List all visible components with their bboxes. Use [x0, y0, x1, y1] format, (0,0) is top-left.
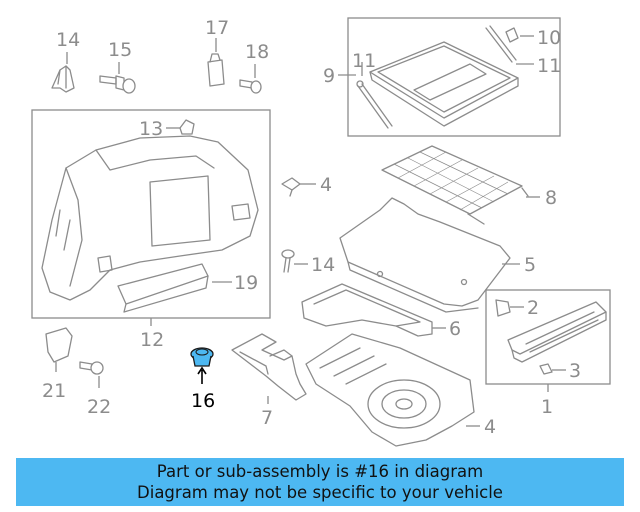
part-9-cargo-tray: [369, 41, 519, 127]
part-13-clip: [179, 119, 195, 135]
part-8-cargo-net: [381, 145, 529, 225]
callout-13: 13: [139, 118, 163, 140]
callout-4: 4: [484, 416, 496, 438]
callout-11-left: 11: [352, 50, 376, 72]
callout-14: 14: [311, 254, 335, 276]
callout-17: 15: [108, 39, 132, 61]
part-21-screw: [239, 79, 262, 94]
part-12-quarter-trim: [41, 135, 259, 301]
callout-7: 7: [261, 407, 273, 429]
part-2-clip: [495, 299, 511, 317]
banner-line-1: Part or sub-assembly is #16 in diagram: [156, 462, 484, 481]
part-11-strut-left: [356, 80, 393, 129]
part-10-bracket: [505, 27, 519, 43]
callout-22: 21: [42, 380, 66, 402]
group-box-9: [347, 17, 561, 137]
part-22-cover: [45, 327, 73, 363]
callout-16: 16: [191, 390, 215, 412]
info-banner: Part or sub-assembly is #16 in diagram D…: [16, 458, 624, 506]
callout-12: 12: [140, 329, 164, 351]
part-18-clip: [51, 65, 75, 93]
callout-19: 19: [234, 272, 258, 294]
callout-8: 8: [545, 187, 557, 209]
part-17-bolt: [99, 75, 136, 94]
banner-line-2: Diagram may not be specific to your vehi…: [137, 483, 503, 502]
part-5-floor-board: [339, 197, 511, 313]
part-7-bracket: [231, 333, 307, 401]
callout-5: 5: [524, 254, 536, 276]
callout-6: 6: [449, 318, 461, 340]
arrow-16: [197, 366, 207, 384]
callout-23: 22: [87, 396, 111, 418]
callout-21: 18: [245, 41, 269, 63]
part-11-strut-right: [485, 25, 517, 63]
part-16-clip-highlighted: [190, 347, 214, 367]
callout-11-right: 11: [537, 55, 561, 77]
part-20-retainer: [207, 53, 225, 87]
part-15-push-pin: [281, 177, 301, 197]
part-1-sill-plate: [507, 301, 607, 363]
callout-10: 10: [537, 27, 561, 49]
callout-20: 17: [205, 17, 229, 39]
callout-3: 3: [569, 360, 581, 382]
callout-1: 1: [541, 396, 553, 418]
callout-15: 4: [320, 174, 332, 196]
part-23-screw: [79, 361, 104, 375]
part-14-screw: [281, 249, 295, 273]
part-6-storage-tray: [301, 283, 433, 337]
callout-2: 2: [527, 297, 539, 319]
part-3-clip: [539, 363, 553, 375]
part-19-cover: [117, 263, 209, 313]
callout-9: 9: [323, 65, 335, 87]
part-4-spare-tire-well: [305, 333, 475, 447]
callout-18: 14: [56, 29, 80, 51]
